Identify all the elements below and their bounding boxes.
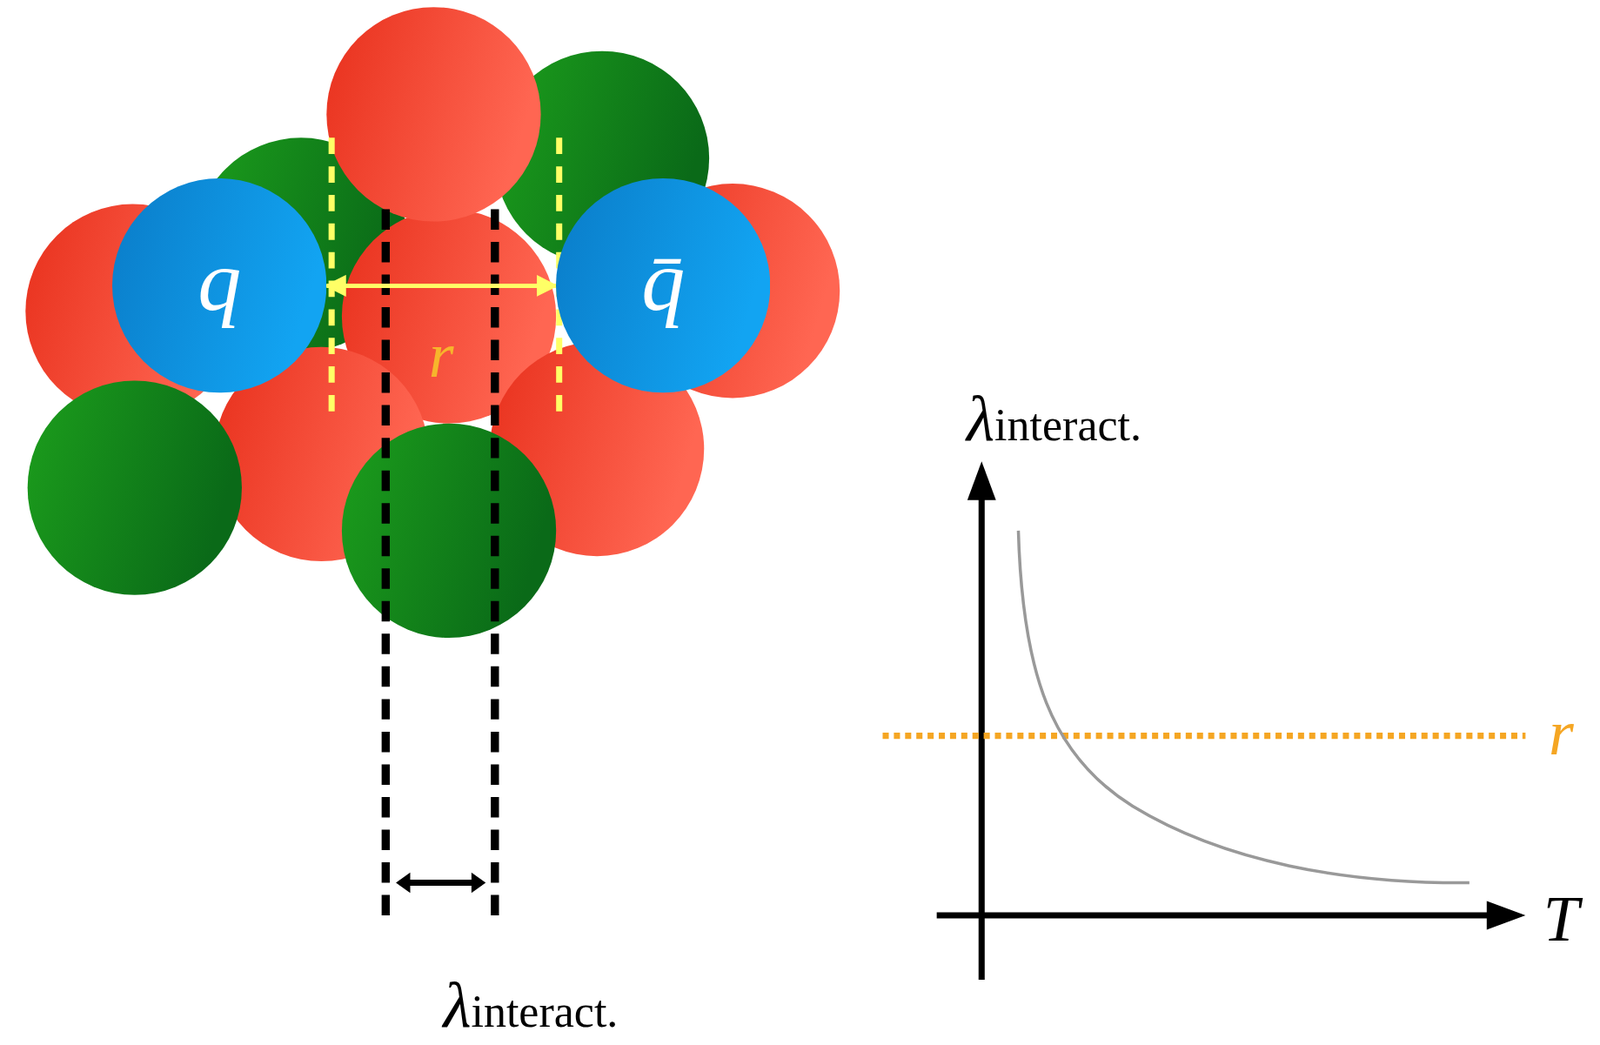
dashed-guide xyxy=(328,137,335,423)
quark-circle: q̄ xyxy=(555,178,770,393)
quark-symbol: q̄ xyxy=(641,237,685,325)
measure-line xyxy=(400,879,483,886)
symbol-label: T xyxy=(1543,886,1580,951)
length-bar xyxy=(395,872,486,893)
quark-symbol: q xyxy=(197,237,242,325)
particle-cluster xyxy=(25,6,840,638)
black-guides xyxy=(385,208,495,927)
threshold-line xyxy=(882,732,1526,739)
green-particle xyxy=(27,380,242,595)
yellow-guides xyxy=(331,137,560,423)
graph xyxy=(882,461,1526,980)
interaction-curve xyxy=(1017,530,1469,884)
symbol-label: r xyxy=(1548,700,1574,765)
dashed-guide xyxy=(381,208,390,927)
text-holder: q xyxy=(112,178,327,393)
measure-tip xyxy=(395,872,410,893)
distance-arrow xyxy=(326,283,556,288)
axis-arrowhead xyxy=(967,461,997,501)
x-axis xyxy=(937,912,1500,919)
quark-disc xyxy=(555,178,770,393)
axis-arrowhead xyxy=(1486,901,1527,931)
distance-label: r xyxy=(428,322,455,388)
axis-label: λinteract. xyxy=(442,972,618,1038)
red-particle xyxy=(326,6,541,221)
text-holder: q̄ xyxy=(555,178,770,393)
quark-circle: q xyxy=(112,178,327,393)
quark-disc xyxy=(112,178,327,393)
green-particle xyxy=(341,423,556,638)
measure-tip xyxy=(471,872,486,893)
axis-label: λinteract. xyxy=(966,386,1142,451)
dashed-guide xyxy=(490,208,499,927)
